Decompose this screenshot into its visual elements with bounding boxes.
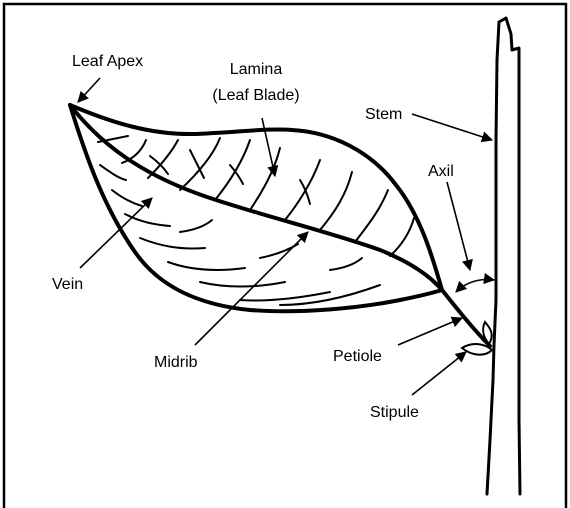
leaf-veins (98, 136, 414, 305)
petiole-arrow (398, 318, 462, 345)
lamina-arrow (262, 118, 275, 176)
stipule-label: Stipule (370, 404, 419, 421)
petiole-line (442, 290, 490, 346)
stipule-arrow (412, 352, 466, 395)
leaf-apex-arrow (78, 78, 100, 102)
vein-label: Vein (52, 276, 83, 293)
axil-label: Axil (428, 163, 454, 180)
midrib-line (70, 105, 442, 290)
midrib-label: Midrib (154, 354, 198, 371)
axil-arrow (447, 182, 470, 270)
axil-angle-arc (456, 280, 494, 293)
leaf-apex-label: Leaf Apex (72, 53, 143, 70)
leaf-upper-margin (70, 105, 442, 290)
stem-label: Stem (365, 106, 402, 123)
midrib-arrow (195, 232, 308, 345)
stem-arrow (412, 114, 492, 140)
stem-left-edge (487, 22, 499, 494)
petiole-label: Petiole (333, 348, 382, 365)
stem-right-edge (499, 18, 520, 494)
lamina-label-line2: (Leaf Blade) (212, 87, 299, 104)
pointer-arrows (78, 78, 492, 395)
lamina-label-line1: Lamina (230, 61, 283, 78)
